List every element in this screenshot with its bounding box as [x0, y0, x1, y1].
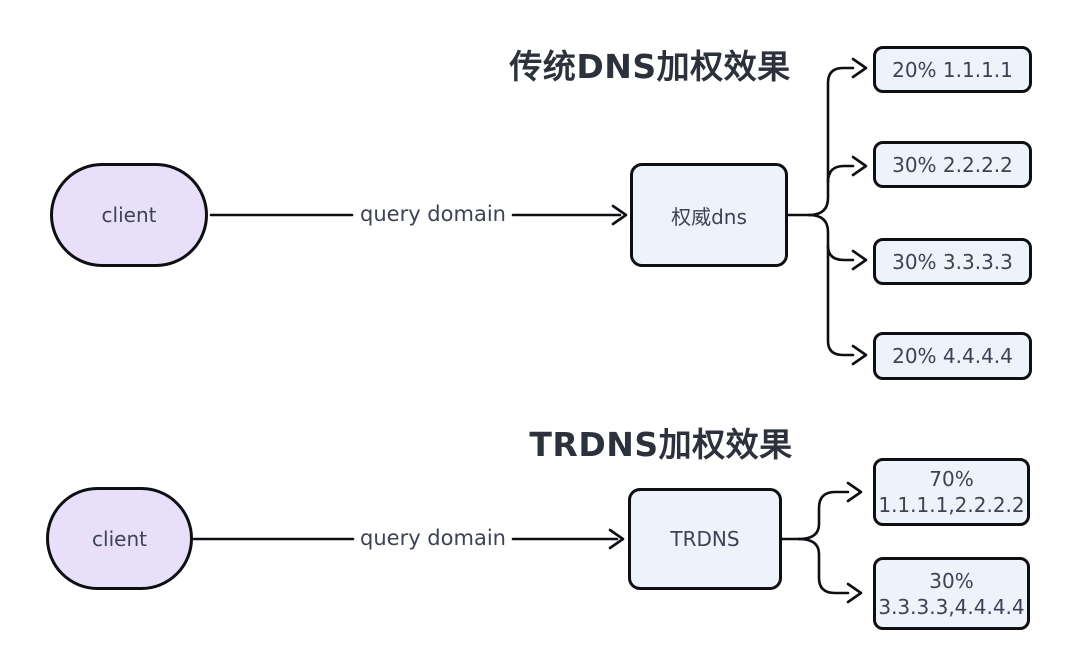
node-authoritative-dns-label: 权威dns	[671, 204, 747, 229]
node-authoritative-dns: 权威dns	[630, 163, 788, 267]
edge-fork-down-1	[807, 213, 855, 357]
arrowhead-dns-1	[611, 204, 628, 226]
edge-label-query-domain-2: query domain	[360, 526, 506, 550]
node-client-1: client	[50, 163, 208, 267]
node-result-30-3333: 30% 3.3.3.3	[873, 238, 1032, 285]
node-result-30-2222: 30% 2.2.2.2	[873, 141, 1032, 188]
diagram1-title: 传统DNS加权效果	[509, 47, 791, 86]
node-client-1-label: client	[101, 203, 157, 227]
edge-fork-up-2	[797, 490, 850, 541]
edge-branch-3	[826, 244, 855, 262]
edge-fork-up-1	[807, 66, 855, 217]
result-label: 30% 2.2.2.2	[892, 152, 1013, 177]
arrowhead-result-2	[851, 155, 868, 177]
node-result-30-group: 30% 3.3.3.3,4.4.4.4	[873, 557, 1030, 630]
result-label: 20% 1.1.1.1	[892, 57, 1013, 82]
node-result-70-group: 70% 1.1.1.1,2.2.2.2	[873, 458, 1030, 526]
node-client-2-label: client	[92, 526, 147, 551]
edge-fork-down-2	[797, 537, 850, 595]
result-percent: 70%	[929, 467, 974, 491]
result-ips: 3.3.3.3,4.4.4.4	[878, 594, 1025, 619]
node-result-20-1111: 20% 1.1.1.1	[873, 46, 1032, 93]
result-label: 30% 3.3.3.3	[892, 249, 1013, 274]
arrowhead-result-1	[851, 57, 868, 79]
arrowhead-trdns	[608, 528, 625, 550]
edge-branch-2	[826, 164, 855, 184]
edge-label-query-domain-1: query domain	[360, 202, 506, 226]
arrowhead-result-4	[851, 344, 868, 366]
result-percent: 30%	[929, 568, 974, 593]
result-label: 20% 4.4.4.4	[892, 344, 1013, 368]
arrowhead-result-3	[851, 249, 868, 271]
node-trdns-label: TRDNS	[670, 527, 740, 551]
arrowhead-result-70	[846, 481, 863, 503]
result-ips: 1.1.1.1,2.2.2.2	[878, 493, 1025, 517]
node-trdns: TRDNS	[628, 488, 782, 590]
node-client-2: client	[46, 487, 193, 590]
arrowhead-result-30	[846, 582, 863, 604]
node-result-20-4444: 20% 4.4.4.4	[873, 332, 1032, 380]
diagram2-title: TRDNS加权效果	[529, 425, 793, 464]
